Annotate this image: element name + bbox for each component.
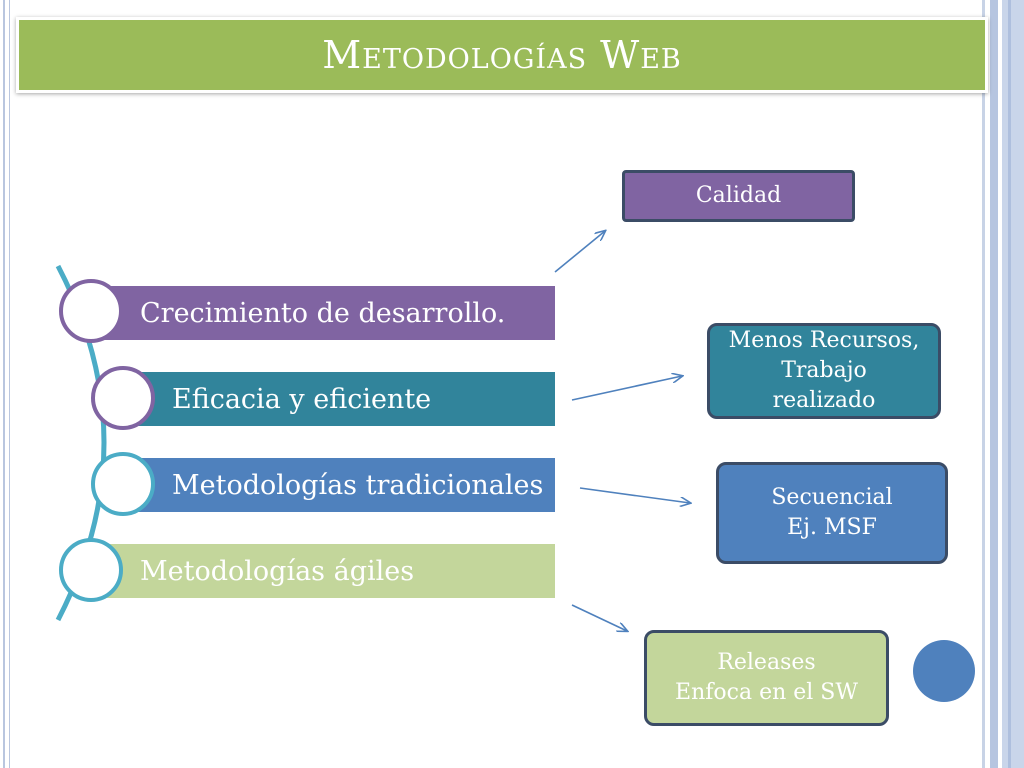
list-item-tradicionales: Metodologías tradicionales bbox=[124, 458, 555, 512]
box-text-line: realizado bbox=[772, 388, 876, 413]
decorative-dot bbox=[913, 640, 975, 702]
arrow-to-releases bbox=[571, 604, 627, 631]
frame-stripes-right bbox=[982, 0, 1024, 768]
list-item-label: Crecimiento de desarrollo. bbox=[140, 297, 506, 329]
list-item-crecimiento: Crecimiento de desarrollo. bbox=[92, 286, 555, 340]
box-text-line: Calidad bbox=[695, 183, 782, 208]
slide-title: Metodologías Web bbox=[322, 33, 682, 77]
box-releases: Releases Enfoca en el SW bbox=[644, 630, 889, 726]
list-item-agiles: Metodologías ágiles bbox=[92, 544, 555, 598]
arrow-to-recursos bbox=[571, 376, 682, 401]
list-bullet-circle bbox=[59, 538, 123, 602]
list-bullet-circle bbox=[59, 279, 123, 343]
box-text-line: Menos Recursos, bbox=[728, 328, 920, 353]
arrow-to-secuencial bbox=[579, 487, 690, 503]
box-text-line: Trabajo bbox=[781, 358, 867, 383]
title-bar: Metodologías Web bbox=[16, 17, 988, 93]
box-text-line: Enfoca en el SW bbox=[675, 680, 858, 705]
list-item-label: Eficacia y eficiente bbox=[172, 383, 432, 415]
list-item-label: Metodologías tradicionales bbox=[172, 469, 544, 501]
list-bullet-circle bbox=[91, 366, 155, 430]
box-secuencial: Secuencial Ej. MSF bbox=[716, 462, 948, 564]
box-text-line: Secuencial bbox=[771, 485, 893, 510]
box-calidad: Calidad bbox=[622, 170, 855, 222]
box-menos-recursos: Menos Recursos, Trabajo realizado bbox=[707, 323, 941, 419]
list-item-eficacia: Eficacia y eficiente bbox=[124, 372, 555, 426]
box-text-line: Releases bbox=[717, 650, 816, 675]
frame-line-left bbox=[3, 0, 5, 768]
list-item-label: Metodologías ágiles bbox=[140, 555, 415, 587]
arrow-to-calidad bbox=[554, 231, 605, 273]
frame-line-left-inner bbox=[9, 0, 10, 768]
list-bullet-circle bbox=[91, 452, 155, 516]
box-text-line: Ej. MSF bbox=[787, 515, 877, 540]
